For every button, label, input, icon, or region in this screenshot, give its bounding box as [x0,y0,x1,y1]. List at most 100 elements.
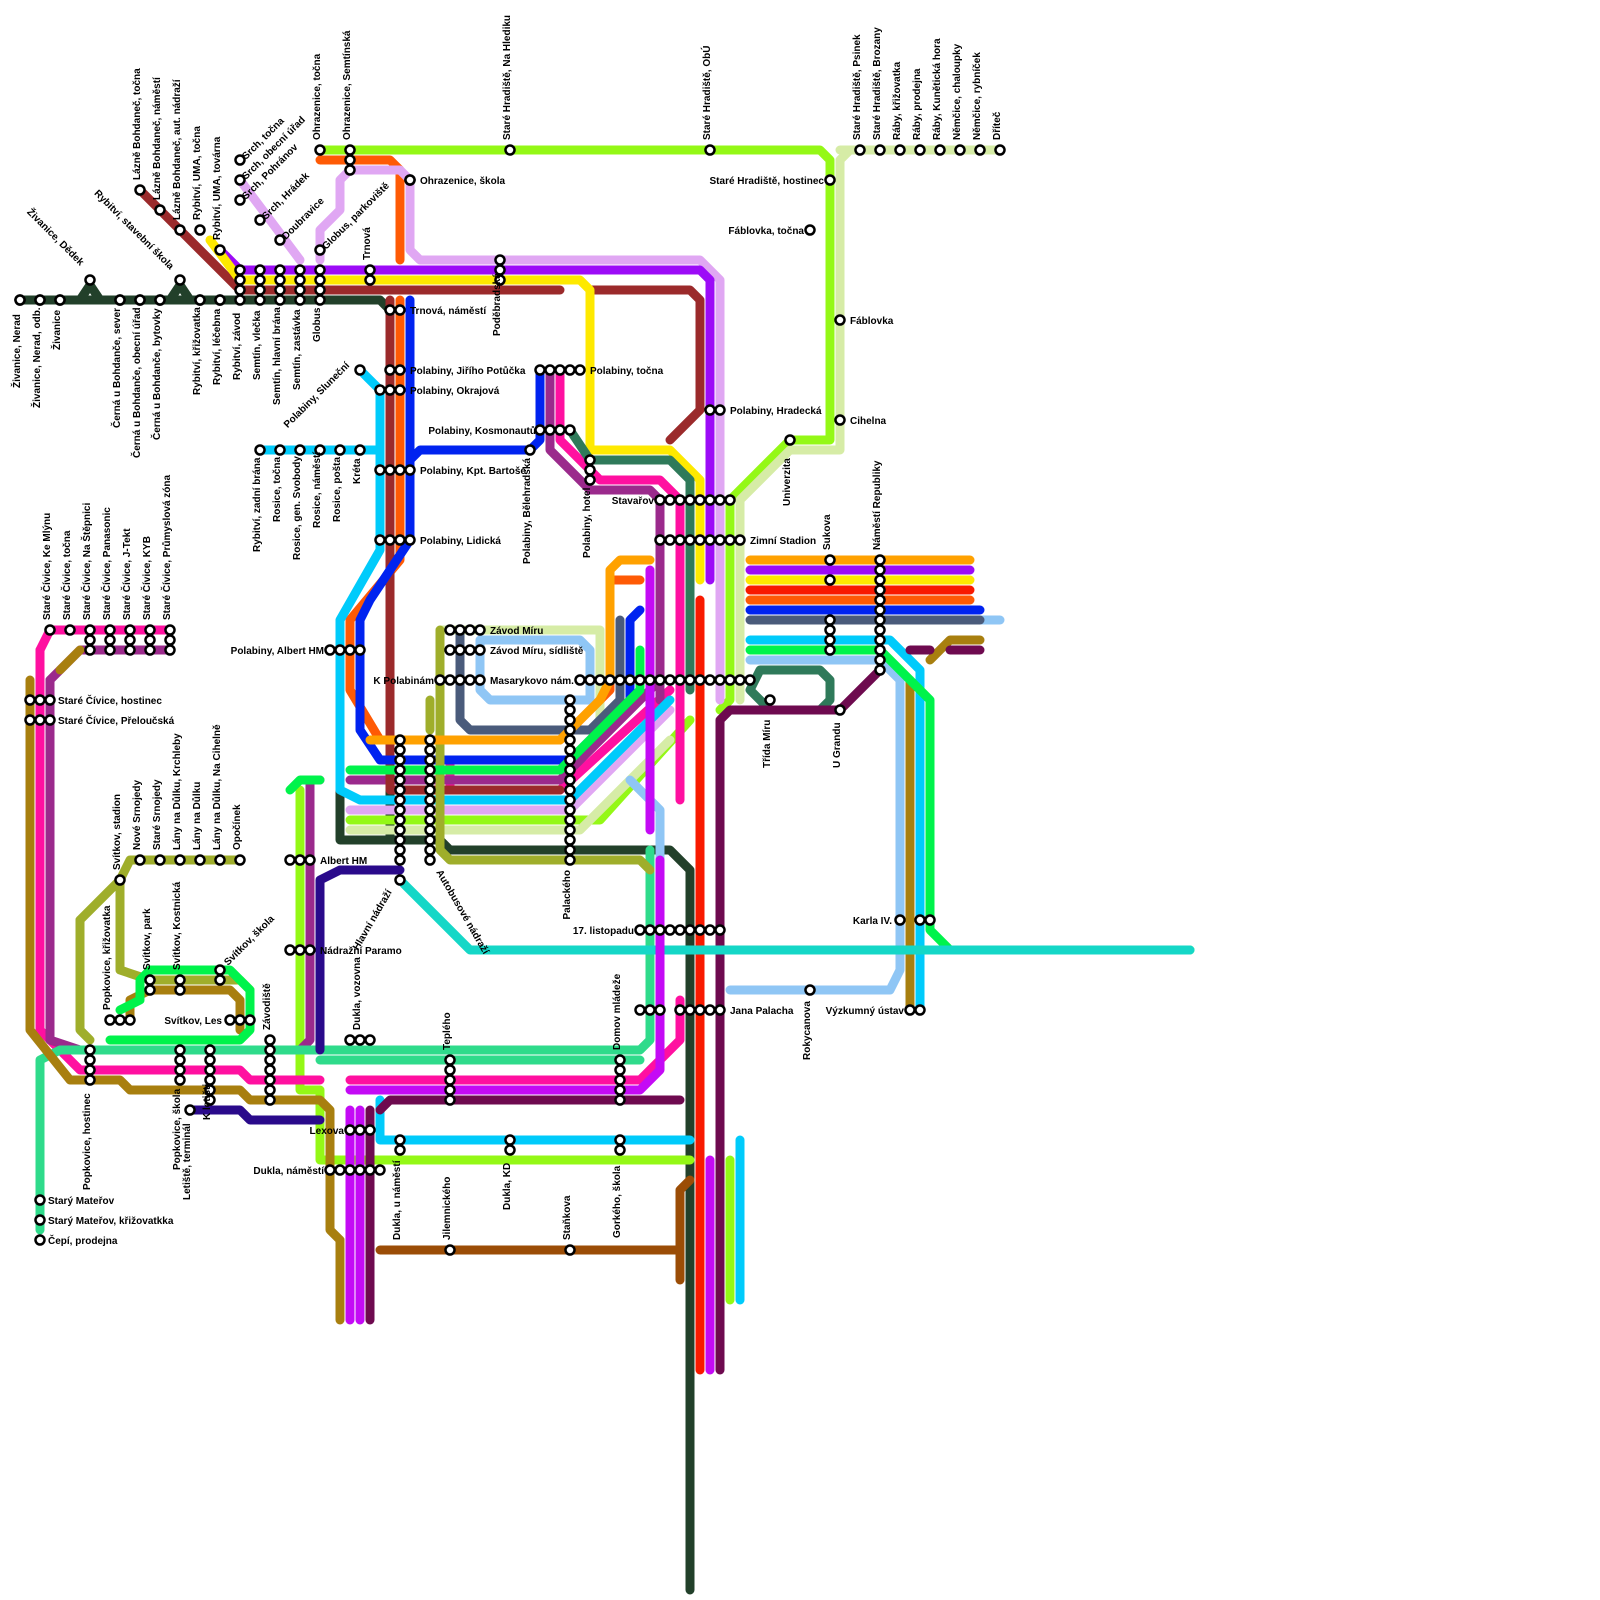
station-platform-marker[interactable] [704,674,716,686]
station-platform-marker[interactable] [264,1094,276,1106]
station-marker-17-listopadu[interactable] [634,924,646,936]
station-marker-lazne-bohdanec-aut-nadrazi[interactable] [174,224,186,236]
station-marker-stare-hradiste-hostinec[interactable] [824,174,836,186]
station-marker-cepi-prodejna[interactable] [34,1234,46,1246]
station-marker-opocinek[interactable] [234,854,246,866]
station-platform-marker[interactable] [644,674,656,686]
station-platform-marker[interactable] [394,834,406,846]
station-marker-stare-hradiste-brozany[interactable] [874,144,886,156]
station-platform-marker[interactable] [584,464,596,476]
station-marker-nadrazni-paramo[interactable] [294,944,306,956]
station-platform-marker[interactable] [174,1064,186,1076]
station-marker-stavarov[interactable] [654,494,666,506]
station-platform-marker[interactable] [264,1084,276,1096]
station-marker-doubravice[interactable] [274,234,286,246]
station-platform-marker[interactable] [424,774,436,786]
station-platform-marker[interactable] [424,794,436,806]
station-platform-marker[interactable] [364,1034,376,1046]
station-platform-marker[interactable] [464,674,476,686]
station-platform-marker[interactable] [564,734,576,746]
station-marker-popkovice-skola[interactable] [174,1074,186,1086]
station-platform-marker[interactable] [354,644,366,656]
station-marker-polabiny-albert-hm[interactable] [324,644,336,656]
station-platform-marker[interactable] [714,924,726,936]
station-platform-marker[interactable] [614,1084,626,1096]
station-platform-marker[interactable] [234,274,246,286]
station-platform-marker[interactable] [564,794,576,806]
station-marker-sukova[interactable] [824,554,836,566]
station-marker-stare-hradiste-obu[interactable] [704,144,716,156]
station-platform-marker[interactable] [264,1054,276,1066]
station-platform-marker[interactable] [174,1044,186,1056]
station-marker-globus-parkoviste[interactable] [314,244,326,256]
station-platform-marker[interactable] [664,494,676,506]
station-platform-marker[interactable] [374,464,386,476]
station-platform-marker[interactable] [874,564,886,576]
station-platform-marker[interactable] [604,674,616,686]
station-platform-marker[interactable] [244,1014,256,1026]
station-marker-popkovice-krizovatka[interactable] [104,1014,116,1026]
station-platform-marker[interactable] [914,914,926,926]
station-platform-marker[interactable] [614,1094,626,1106]
station-platform-marker[interactable] [554,424,566,436]
station-platform-marker[interactable] [564,704,576,716]
station-marker-rosice-tocna[interactable] [274,444,286,456]
station-marker-nemcice-chaloupky[interactable] [954,144,966,156]
station-marker-dukla-vozovna[interactable] [354,1034,366,1046]
station-platform-marker[interactable] [394,814,406,826]
station-marker-lany-na-dulku-krchleby[interactable] [174,854,186,866]
station-platform-marker[interactable] [444,1064,456,1076]
station-marker-svitkov-skola[interactable] [214,964,226,976]
station-marker-popkovice-hostinec[interactable] [84,1074,96,1086]
station-platform-marker[interactable] [384,364,396,376]
station-marker-autobusove-nadrazi[interactable] [424,854,436,866]
station-platform-marker[interactable] [564,784,576,796]
station-platform-marker[interactable] [424,754,436,766]
station-platform-marker[interactable] [614,1064,626,1076]
station-marker-letiste-terminal[interactable] [184,1104,196,1116]
station-platform-marker[interactable] [234,264,246,276]
station-marker-rybitvi-stavebni-skola[interactable] [174,274,186,286]
station-marker-srch-hradek[interactable] [254,214,266,226]
station-platform-marker[interactable] [354,1164,366,1176]
station-platform-marker[interactable] [594,674,606,686]
station-platform-marker[interactable] [504,1144,516,1156]
station-platform-marker[interactable] [674,494,686,506]
station-platform-marker[interactable] [724,494,736,506]
station-platform-marker[interactable] [564,844,576,856]
station-platform-marker[interactable] [404,174,416,186]
station-platform-marker[interactable] [644,1004,656,1016]
station-platform-marker[interactable] [344,154,356,166]
station-platform-marker[interactable] [564,814,576,826]
station-platform-marker[interactable] [874,664,886,676]
station-platform-marker[interactable] [424,834,436,846]
station-platform-marker[interactable] [384,304,396,316]
station-platform-marker[interactable] [824,614,836,626]
station-marker-u-grandu[interactable] [834,704,846,716]
station-marker-stare-hradiste-na-hlediku[interactable] [504,144,516,156]
station-platform-marker[interactable] [204,1064,216,1076]
station-platform-marker[interactable] [234,284,246,296]
station-platform-marker[interactable] [314,284,326,296]
station-marker-rosice-posta[interactable] [334,444,346,456]
station-platform-marker[interactable] [564,424,576,436]
station-marker-stare-civice-prumyslova-zona[interactable] [164,624,176,636]
station-platform-marker[interactable] [444,624,456,636]
station-platform-marker[interactable] [684,534,696,546]
station-platform-marker[interactable] [874,604,886,616]
station-marker-k-letisti[interactable] [204,1074,216,1086]
station-marker-dukla-kd[interactable] [504,1134,516,1146]
station-marker-fablovka-tocna[interactable] [804,224,816,236]
station-marker-stare-civice-ke-mlynu[interactable] [44,624,56,636]
station-marker-rybitvi-uma-tovarna[interactable] [214,244,226,256]
station-marker-rokycanova[interactable] [804,984,816,996]
station-platform-marker[interactable] [394,1144,406,1156]
station-platform-marker[interactable] [124,1014,136,1026]
station-platform-marker[interactable] [294,284,306,296]
station-marker-trida-miru[interactable] [764,694,776,706]
station-marker-stare-civice-panasonic[interactable] [104,624,116,636]
station-platform-marker[interactable] [424,744,436,756]
station-marker-namesti-republiky[interactable] [874,554,886,566]
station-platform-marker[interactable] [394,764,406,776]
station-platform-marker[interactable] [564,364,576,376]
